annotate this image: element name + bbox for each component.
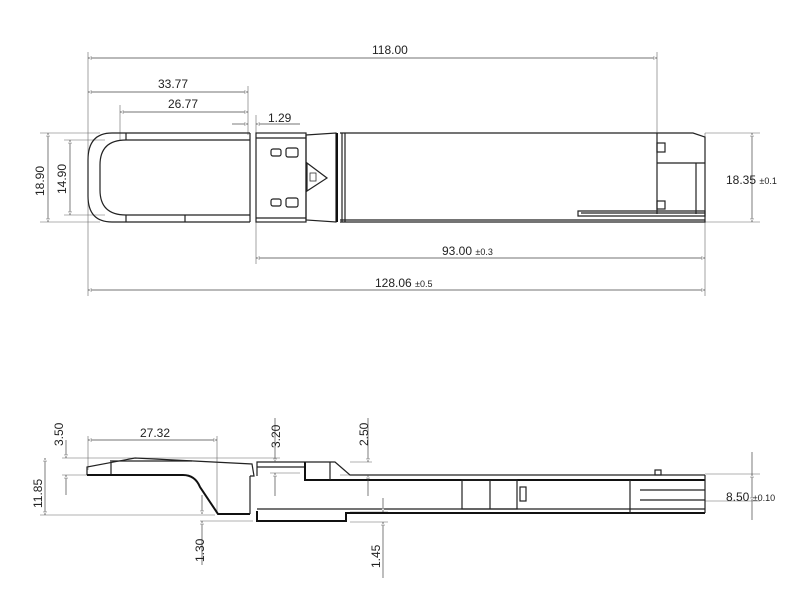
laser-warning-icon <box>306 161 329 193</box>
dim-14-90: 14.90 <box>55 164 69 194</box>
dim-27-32: 27.32 <box>140 426 170 440</box>
dim-3-20: 3.20 <box>269 424 283 448</box>
dim-18-35: 18.35 ±0.1 <box>726 173 777 187</box>
top-view: 118.00 33.77 26.77 1.29 18.90 14.90 18.3… <box>33 43 777 296</box>
dim-93-00: 93.00 ±0.3 <box>442 244 493 258</box>
dim-1-29: 1.29 <box>268 111 292 125</box>
dim-3-50: 3.50 <box>52 422 66 446</box>
dim-1-30: 1.30 <box>193 538 207 562</box>
dim-118: 118.00 <box>372 43 408 57</box>
dim-11-85: 11.85 <box>31 479 45 508</box>
side-view: 3.50 11.85 27.32 3.20 2.50 1.30 1.45 8.5… <box>31 418 775 578</box>
dim-2-50: 2.50 <box>357 422 371 446</box>
dim-128-06: 128.06 ±0.5 <box>375 276 433 290</box>
dim-33-77: 33.77 <box>158 77 188 91</box>
dim-26-77: 26.77 <box>168 97 198 111</box>
dim-18-90: 18.90 <box>33 166 47 196</box>
dim-8-50: 8.50 ±0.10 <box>726 490 775 504</box>
dim-1-45: 1.45 <box>369 544 383 568</box>
